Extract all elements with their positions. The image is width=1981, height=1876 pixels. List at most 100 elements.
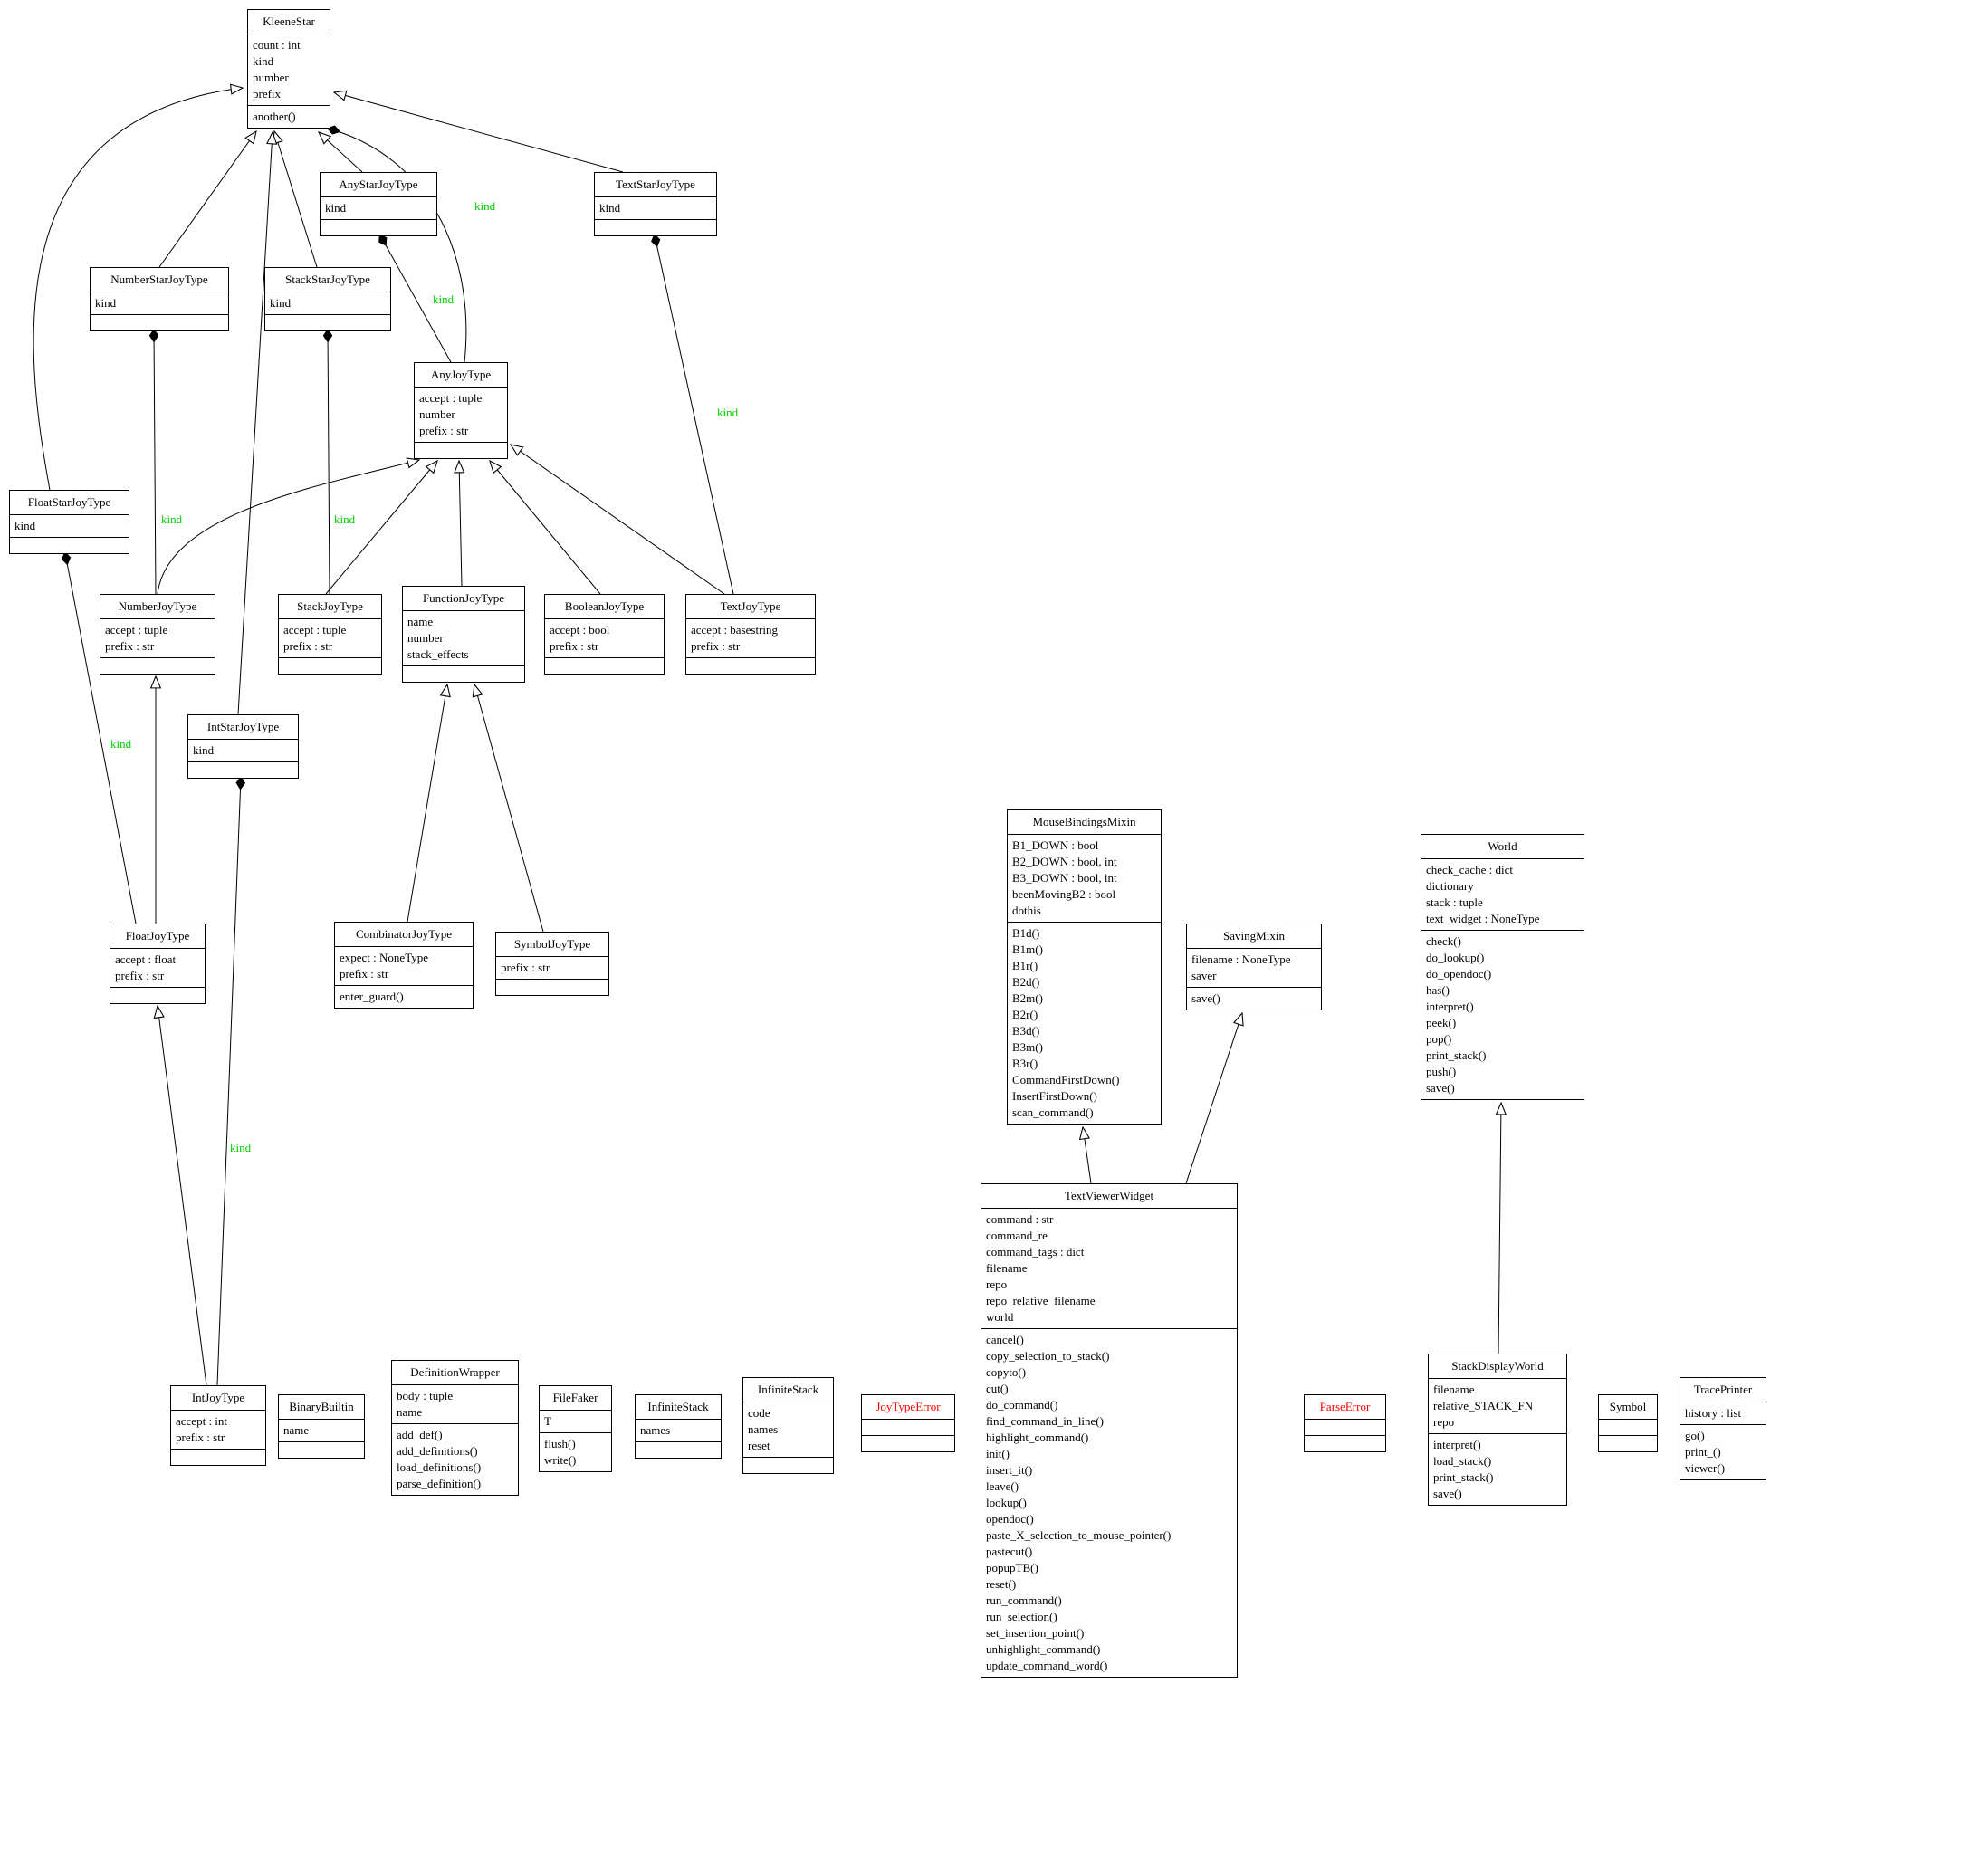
class-attributes-BinaryBuiltin: name <box>279 1419 364 1441</box>
attribute: command_tags : dict <box>986 1245 1085 1259</box>
attribute: names <box>640 1423 671 1437</box>
method: cut() <box>986 1382 1009 1395</box>
method: parse_definition() <box>397 1477 482 1490</box>
attribute: accept : tuple <box>419 391 483 405</box>
method: print_stack() <box>1433 1470 1494 1484</box>
class-title-StackStarJoyType: StackStarJoyType <box>285 273 370 286</box>
class-methods-CombinatorJoyType: enter_guard() <box>335 985 473 1008</box>
class-title-TextStarJoyType: TextStarJoyType <box>616 177 695 191</box>
class-methods-FloatJoyType <box>110 987 205 1003</box>
class-attributes-SymbolJoyType: prefix : str <box>496 956 608 979</box>
method: save() <box>1191 991 1220 1005</box>
edge-BooleanJoyType-to-AnyJoyType-inherit <box>490 461 601 595</box>
attribute: filename : NoneType <box>1191 952 1291 966</box>
edge-StackDisplayWorld-to-World-inherit <box>1498 1103 1501 1354</box>
method: has() <box>1426 983 1450 997</box>
method: opendoc() <box>986 1512 1034 1526</box>
method: pastecut() <box>986 1545 1033 1558</box>
method: write() <box>544 1453 577 1467</box>
method: save() <box>1426 1081 1455 1095</box>
method: find_command_in_line() <box>986 1414 1104 1428</box>
edge-TextViewerWidget-to-SavingMixin-inherit <box>1185 1013 1242 1184</box>
method: do_command() <box>986 1398 1058 1412</box>
class-methods-Symbol <box>1599 1435 1657 1451</box>
attribute: prefix : str <box>501 961 550 974</box>
attribute: prefix <box>253 87 282 100</box>
method: run_selection() <box>986 1610 1057 1623</box>
method: B2r() <box>1012 1008 1038 1021</box>
method: add_definitions() <box>397 1444 478 1458</box>
attribute: B2_DOWN : bool, int <box>1012 855 1117 868</box>
class-methods-TracePrinter: go()print_()viewer() <box>1680 1424 1766 1479</box>
class-title-Symbol: Symbol <box>1609 1400 1647 1413</box>
class-title-FileFaker: FileFaker <box>552 1391 598 1404</box>
method: InsertFirstDown() <box>1012 1089 1097 1103</box>
class-attributes-InfiniteStack1: names <box>636 1419 721 1441</box>
method: add_def() <box>397 1428 443 1441</box>
method: leave() <box>986 1479 1019 1493</box>
class-title-BooleanJoyType: BooleanJoyType <box>564 599 645 613</box>
class-attributes-NumberStarJoyType: kind <box>91 292 228 314</box>
attribute: repo_relative_filename <box>986 1294 1096 1307</box>
edge-label-IntStarJoyType-kind: kind <box>230 1141 252 1154</box>
class-title-InfiniteStack2: InfiniteStack <box>757 1383 819 1396</box>
method: check() <box>1426 934 1461 948</box>
method: load_definitions() <box>397 1460 482 1474</box>
attribute: check_cache : dict <box>1426 863 1513 876</box>
class-attributes-TextStarJoyType: kind <box>595 196 716 219</box>
class-methods-FileFaker: flush()write() <box>540 1432 611 1471</box>
class-title-InfiniteStack1: InfiniteStack <box>647 1400 709 1413</box>
class-title-World: World <box>1488 839 1517 853</box>
class-attributes-StackStarJoyType: kind <box>265 292 390 314</box>
method: CommandFirstDown() <box>1012 1073 1120 1086</box>
class-methods-JoyTypeError <box>862 1435 954 1451</box>
attribute: accept : bool <box>550 623 610 636</box>
class-methods-InfiniteStack2 <box>743 1457 833 1473</box>
attribute: kind <box>253 54 274 68</box>
class-methods-World: check()do_lookup()do_opendoc()has()inter… <box>1421 930 1584 1099</box>
edge-TextViewerWidget-to-MouseBindingsMixin-inherit <box>1083 1127 1092 1184</box>
edge-label-KleeneStar-kind: kind <box>474 199 496 213</box>
method: copyto() <box>986 1365 1027 1379</box>
class-methods-SavingMixin: save() <box>1187 987 1321 1010</box>
attribute: kind <box>14 519 36 532</box>
edge-label-NumberStarJoyType-kind: kind <box>161 512 183 526</box>
class-title-CombinatorJoyType: CombinatorJoyType <box>356 927 452 941</box>
class-methods-IntStarJoyType <box>188 761 298 778</box>
attribute: beenMovingB2 : bool <box>1012 887 1116 901</box>
method: print_stack() <box>1426 1048 1487 1062</box>
edge-KleeneStar-to-AnyJoyType-aggregate <box>326 125 467 363</box>
method: init() <box>986 1447 1010 1460</box>
attribute: dothis <box>1012 904 1041 917</box>
method: update_command_word() <box>986 1659 1108 1672</box>
class-title-MouseBindingsMixin: MouseBindingsMixin <box>1032 815 1136 828</box>
class-methods-FunctionJoyType <box>403 665 524 682</box>
attribute: name <box>397 1405 423 1419</box>
class-box-Symbol: Symbol <box>1598 1394 1658 1452</box>
attribute: name <box>407 615 434 628</box>
edge-AnyStarJoyType-to-AnyJoyType-aggregate <box>378 234 452 363</box>
class-attributes-ParseError <box>1305 1419 1385 1435</box>
attribute: number <box>253 71 289 84</box>
class-title-KleeneStar: KleeneStar <box>263 14 315 28</box>
attribute: kind <box>599 201 621 215</box>
edge-label-TextStarJoyType-kind: kind <box>717 406 739 419</box>
attribute: stack : tuple <box>1426 895 1483 909</box>
attribute: kind <box>325 201 347 215</box>
